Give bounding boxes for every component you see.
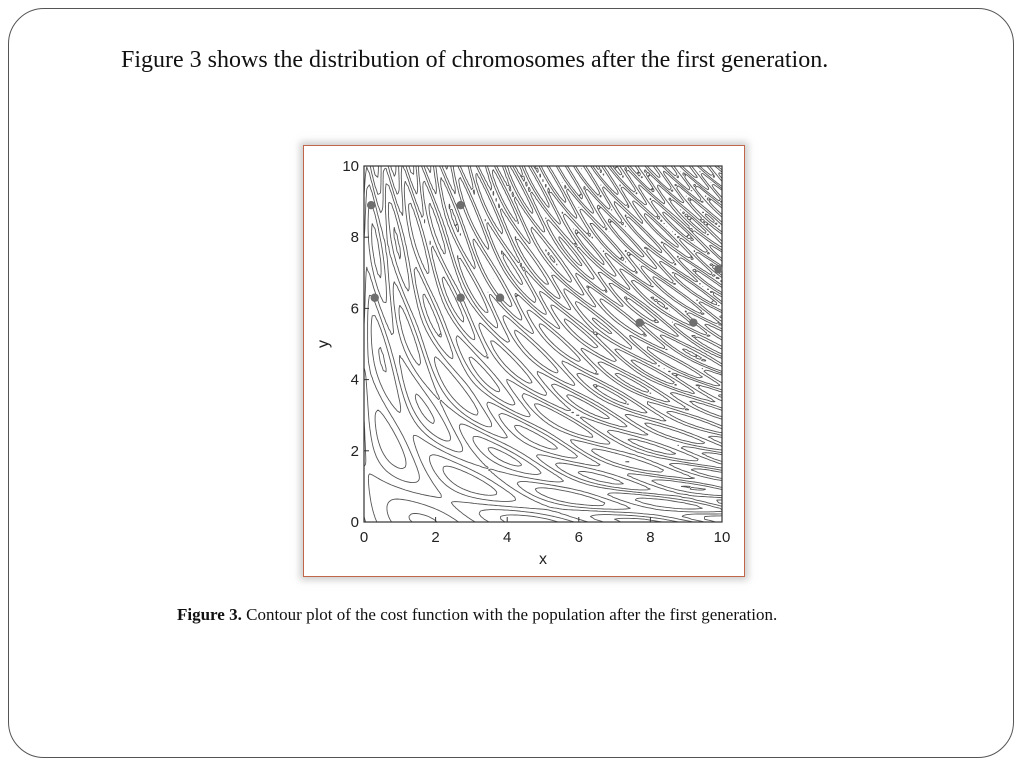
plot-area-border: [363, 165, 723, 523]
chromosome-point: [635, 318, 644, 327]
figure-caption: Figure 3. Contour plot of the cost funct…: [177, 605, 777, 625]
x-tick-label: 8: [646, 529, 654, 546]
y-tick-label: 8: [351, 229, 359, 246]
x-tick-label: 6: [575, 529, 583, 546]
contour-line: [408, 209, 721, 523]
contour-line: [363, 165, 723, 523]
slide-heading: Figure 3 shows the distribution of chrom…: [121, 47, 829, 73]
population-points: [366, 200, 723, 327]
chromosome-point: [370, 293, 379, 302]
y-tick-label: 10: [342, 158, 359, 175]
contour-line: [363, 165, 723, 523]
chromosome-point: [456, 200, 465, 210]
slide: Figure 3 shows the distribution of chrom…: [8, 8, 1014, 758]
chromosome-point: [495, 293, 505, 302]
x-tick-label: 2: [431, 529, 439, 546]
x-axis-label: x: [539, 551, 547, 568]
y-tick-label: 0: [351, 514, 359, 531]
contour-line: [372, 165, 723, 523]
chromosome-point: [714, 265, 723, 274]
contour-line: [363, 165, 723, 523]
contour-plot: 0 2 4 6 8 10 0 2 4 6 8 10 x y: [315, 158, 730, 568]
contour-line: [371, 223, 723, 463]
contour-lines: [363, 165, 723, 523]
y-tick-label: 2: [351, 443, 359, 460]
chromosome-point: [456, 293, 465, 302]
x-tick-label: 4: [503, 529, 511, 546]
x-tick-label: 0: [360, 529, 368, 546]
caption-text: Contour plot of the cost function with t…: [241, 605, 778, 624]
x-tick-label: 10: [714, 529, 731, 546]
y-tick-label: 6: [351, 300, 359, 317]
contour-line: [367, 165, 723, 485]
caption-label: Figure 3.: [177, 605, 242, 624]
chromosome-point: [689, 318, 698, 327]
y-axis-label: y: [315, 340, 332, 348]
figure-frame: 0 2 4 6 8 10 0 2 4 6 8 10 x y: [303, 145, 745, 577]
y-tick-label: 4: [351, 372, 359, 389]
axes: 0 2 4 6 8 10 0 2 4 6 8 10: [342, 158, 730, 546]
chromosome-point: [366, 200, 376, 210]
